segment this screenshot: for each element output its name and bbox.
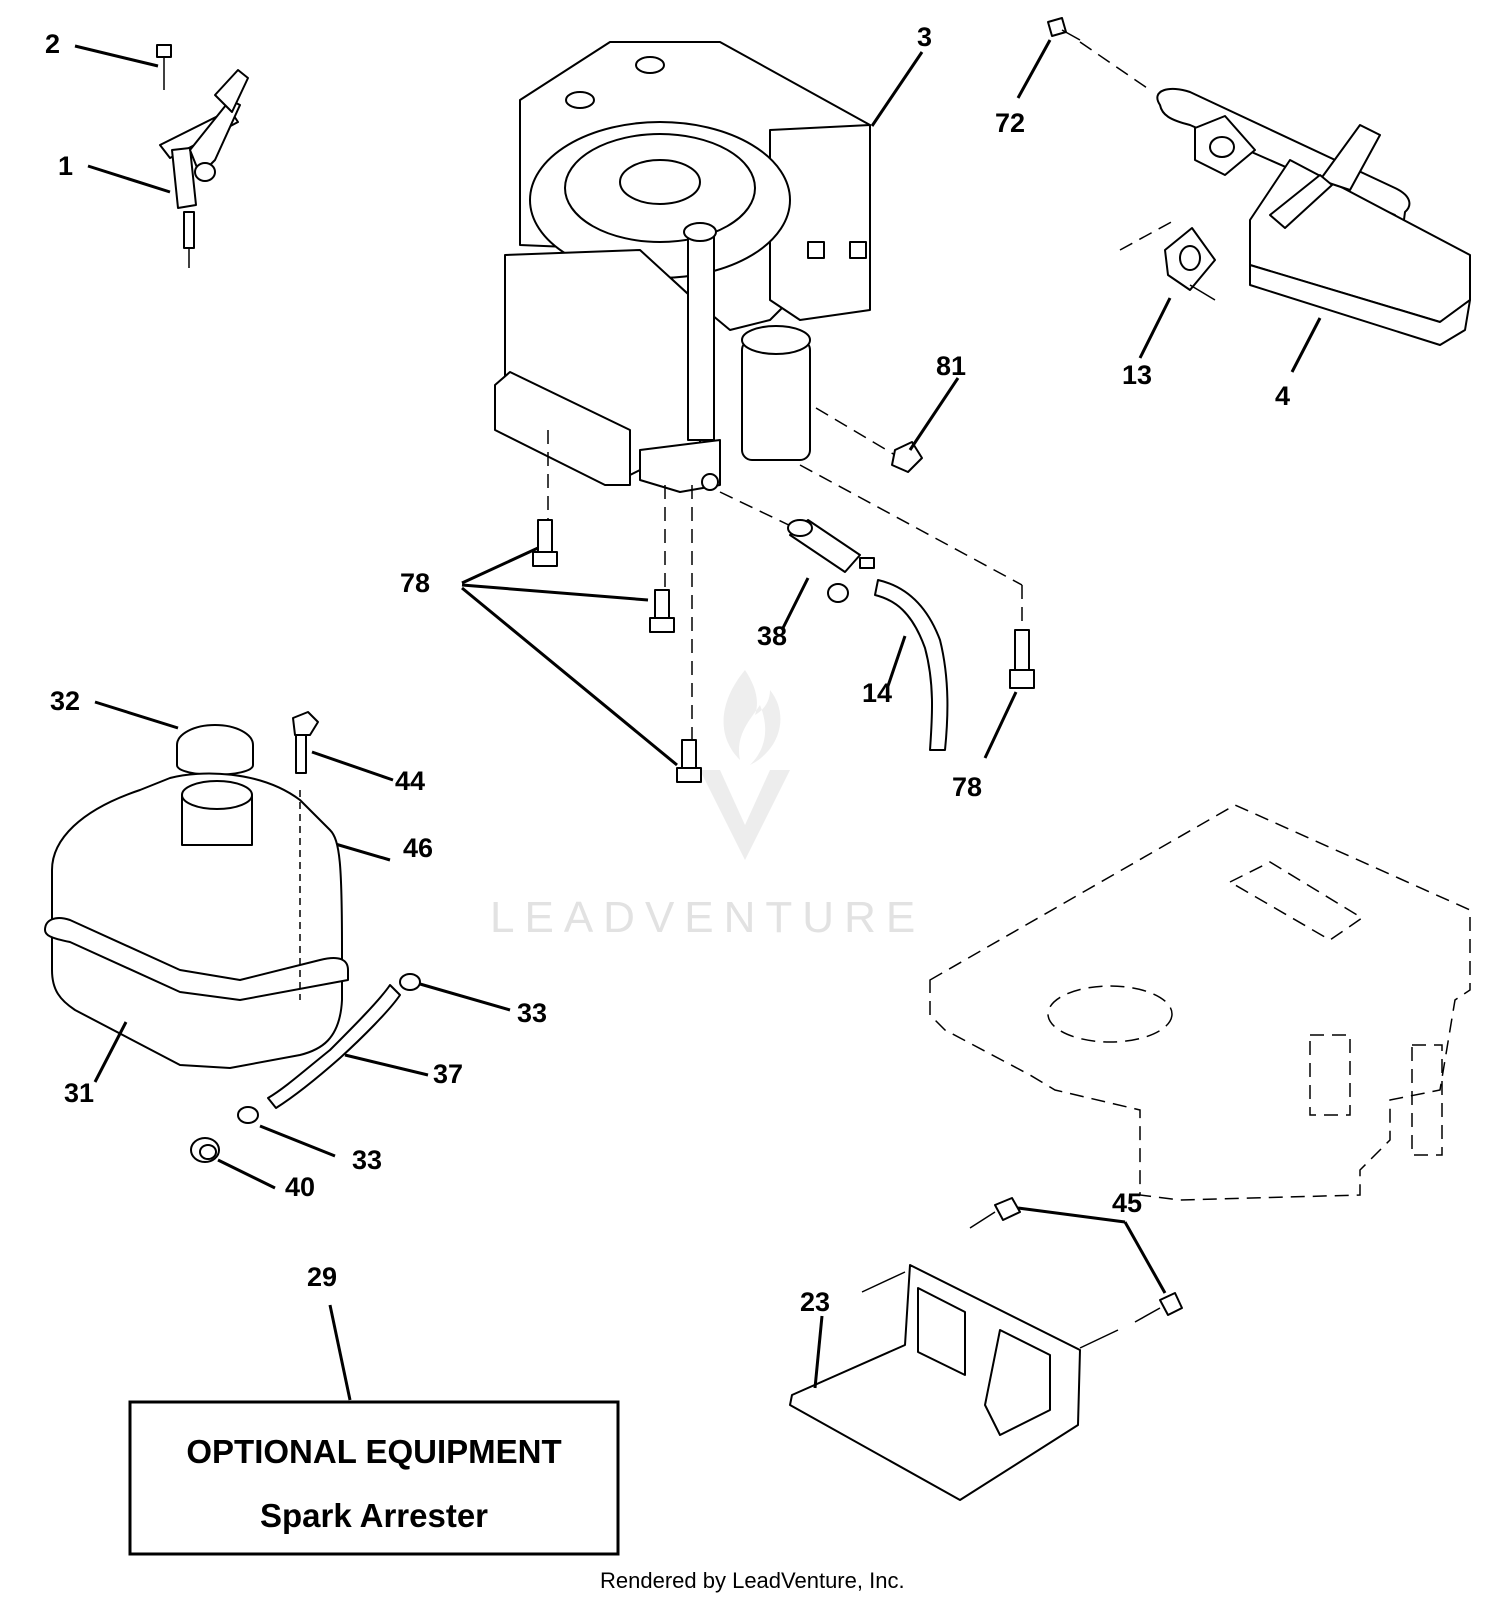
callout-37: 37 xyxy=(433,1059,463,1089)
clamp-33-top-part xyxy=(399,973,421,991)
watermark-text: LEADVENTURE xyxy=(490,893,925,942)
fuel-cap-part xyxy=(176,724,254,776)
callout-40: 40 xyxy=(285,1172,315,1202)
gasket-13-part xyxy=(1164,227,1216,291)
callout-78-left: 78 xyxy=(400,568,430,598)
bolt-72-part xyxy=(1047,17,1081,41)
callout-33-bottom: 33 xyxy=(352,1145,382,1175)
callout-33-top: 33 xyxy=(517,998,547,1028)
nut-81-part xyxy=(891,441,923,473)
footer-credit: Rendered by LeadVenture, Inc. xyxy=(600,1568,905,1593)
bolt-78-right-part xyxy=(1009,629,1035,689)
callout-45: 45 xyxy=(1112,1188,1142,1218)
bolt-45-bottom-part xyxy=(1134,1292,1183,1323)
callout-72: 72 xyxy=(995,108,1025,138)
bolt-78-part xyxy=(532,519,702,783)
clamp-33-bottom-part xyxy=(237,1106,259,1124)
spark-arrester-label: Spark Arrester xyxy=(260,1497,488,1534)
exhaust-pipe-part xyxy=(1156,87,1411,251)
callout-13: 13 xyxy=(1122,360,1152,390)
callout-44: 44 xyxy=(395,766,425,796)
optional-equipment-box xyxy=(128,1400,620,1556)
callout-29: 29 xyxy=(307,1262,337,1292)
bolt-45-top-part xyxy=(969,1197,1021,1229)
callout-78-right: 78 xyxy=(952,772,982,802)
bolt-44-part xyxy=(292,711,319,774)
throttle-control-part xyxy=(156,44,249,268)
optional-equipment-title: OPTIONAL EQUIPMENT xyxy=(186,1433,561,1470)
callout-2: 2 xyxy=(45,29,60,59)
bracket-23-part xyxy=(789,1264,1081,1501)
fuel-tank-part xyxy=(44,772,349,1069)
callout-23: 23 xyxy=(800,1287,830,1317)
engine-part xyxy=(494,41,871,493)
callout-31: 31 xyxy=(64,1078,94,1108)
callout-38: 38 xyxy=(757,621,787,651)
fuel-line-part xyxy=(267,984,401,1109)
watermark-logo xyxy=(700,670,790,860)
muffler-part xyxy=(1249,124,1471,346)
callout-32: 32 xyxy=(50,686,80,716)
callout-81: 81 xyxy=(936,351,966,381)
callout-1: 1 xyxy=(58,151,73,181)
callout-3: 3 xyxy=(917,22,932,52)
frame-outline xyxy=(929,804,1471,1201)
callout-4: 4 xyxy=(1275,381,1290,411)
callout-46: 46 xyxy=(403,833,433,863)
grommet-40-part xyxy=(190,1137,220,1163)
fuel-filter-part xyxy=(787,519,875,603)
callout-14: 14 xyxy=(862,678,892,708)
